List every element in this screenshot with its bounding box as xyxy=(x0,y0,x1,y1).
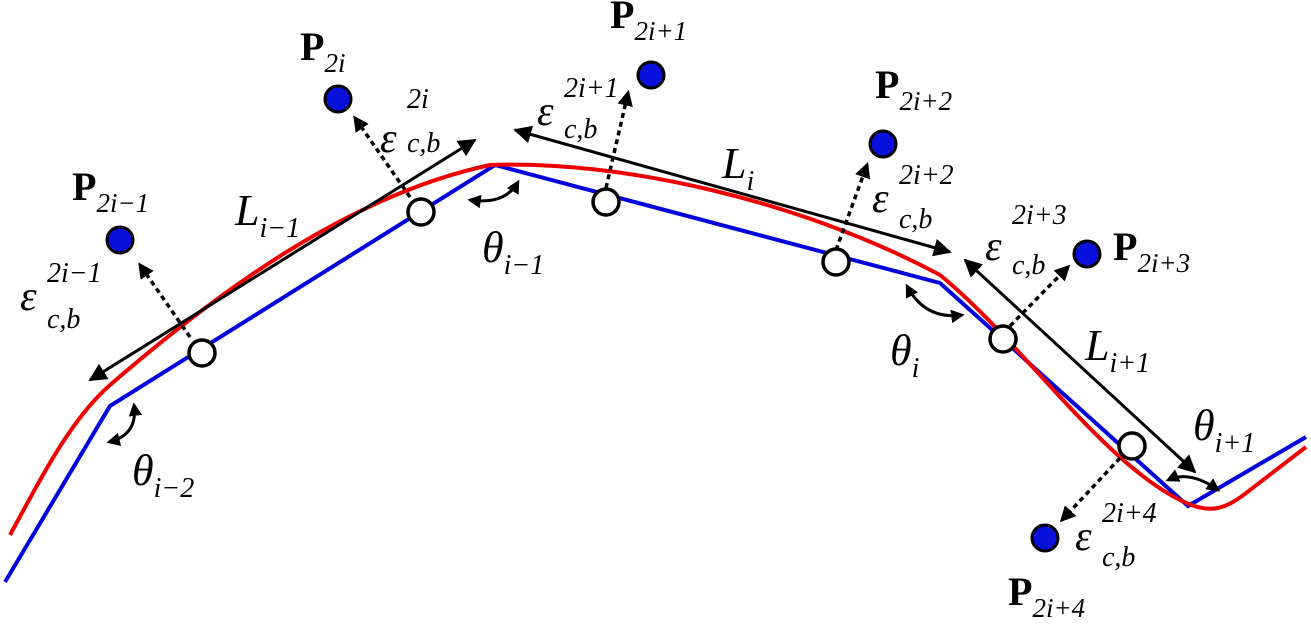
foot-node xyxy=(406,197,436,227)
foot-node xyxy=(1117,431,1147,461)
label-epsilon-2i-plus-1: ε 2i+1 c,b xyxy=(537,73,623,145)
angle-arc-theta-i-minus-1 xyxy=(467,179,520,209)
length-arrow-l-i-minus-1 xyxy=(88,138,477,382)
angle-arc-theta-i-plus-1 xyxy=(1165,469,1221,492)
data-point-p-2i-plus-3 xyxy=(1072,239,1102,269)
label-p-2i-minus-1: P2i−1 xyxy=(72,164,149,218)
label-l-i-plus-1: Li+1 xyxy=(1084,321,1150,379)
label-p-2i-plus-3: P2i+3 xyxy=(1113,224,1190,278)
label-epsilon-2i: ε 2i c,b xyxy=(380,84,440,162)
angle-arc-theta-i xyxy=(905,283,965,324)
label-epsilon-2i-plus-3: ε 2i+3 c,b xyxy=(985,200,1071,281)
label-p-2i: P2i xyxy=(300,24,345,78)
foot-node xyxy=(187,338,217,368)
error-arrow-2i xyxy=(353,115,412,198)
data-point-p-2i-plus-2 xyxy=(868,129,898,159)
label-epsilon-2i-minus-1: ε 2i−1 c,b xyxy=(20,258,106,335)
error-arrow-2i-plus-3 xyxy=(1008,264,1071,328)
data-point-p-2i xyxy=(323,84,353,114)
error-arrow-2i-minus-1 xyxy=(138,262,192,338)
foot-node xyxy=(988,324,1018,354)
data-point-p-2i-plus-4 xyxy=(1030,523,1060,553)
label-epsilon-2i-plus-2: ε 2i+2 c,b xyxy=(872,160,958,235)
label-l-i-minus-1: Li−1 xyxy=(234,186,300,244)
data-point-p-2i-plus-1 xyxy=(636,60,666,90)
error-arrow-2i-plus-1 xyxy=(604,89,633,189)
foot-node xyxy=(591,187,621,217)
label-theta-i-minus-1: θi−1 xyxy=(482,223,544,281)
label-theta-i-plus-1: θi+1 xyxy=(1193,401,1255,459)
label-theta-i-minus-2: θi−2 xyxy=(132,446,194,504)
label-epsilon-2i-plus-4: ε 2i+4 c,b xyxy=(1075,498,1161,573)
label-p-2i-plus-4: P2i+4 xyxy=(1008,569,1085,623)
label-p-2i-plus-2: P2i+2 xyxy=(875,62,952,116)
label-p-2i-plus-1: P2i+1 xyxy=(610,0,687,46)
foot-node xyxy=(821,247,851,277)
length-arrow-l-i xyxy=(513,125,952,257)
length-arrow-l-i-plus-1 xyxy=(963,258,1197,474)
label-l-i: Li xyxy=(721,139,754,197)
angle-arc-theta-i-minus-2 xyxy=(106,402,143,447)
label-theta-i: θi xyxy=(890,326,919,384)
error-arrow-2i-plus-2 xyxy=(834,162,871,251)
data-point-p-2i-minus-1 xyxy=(105,225,135,255)
